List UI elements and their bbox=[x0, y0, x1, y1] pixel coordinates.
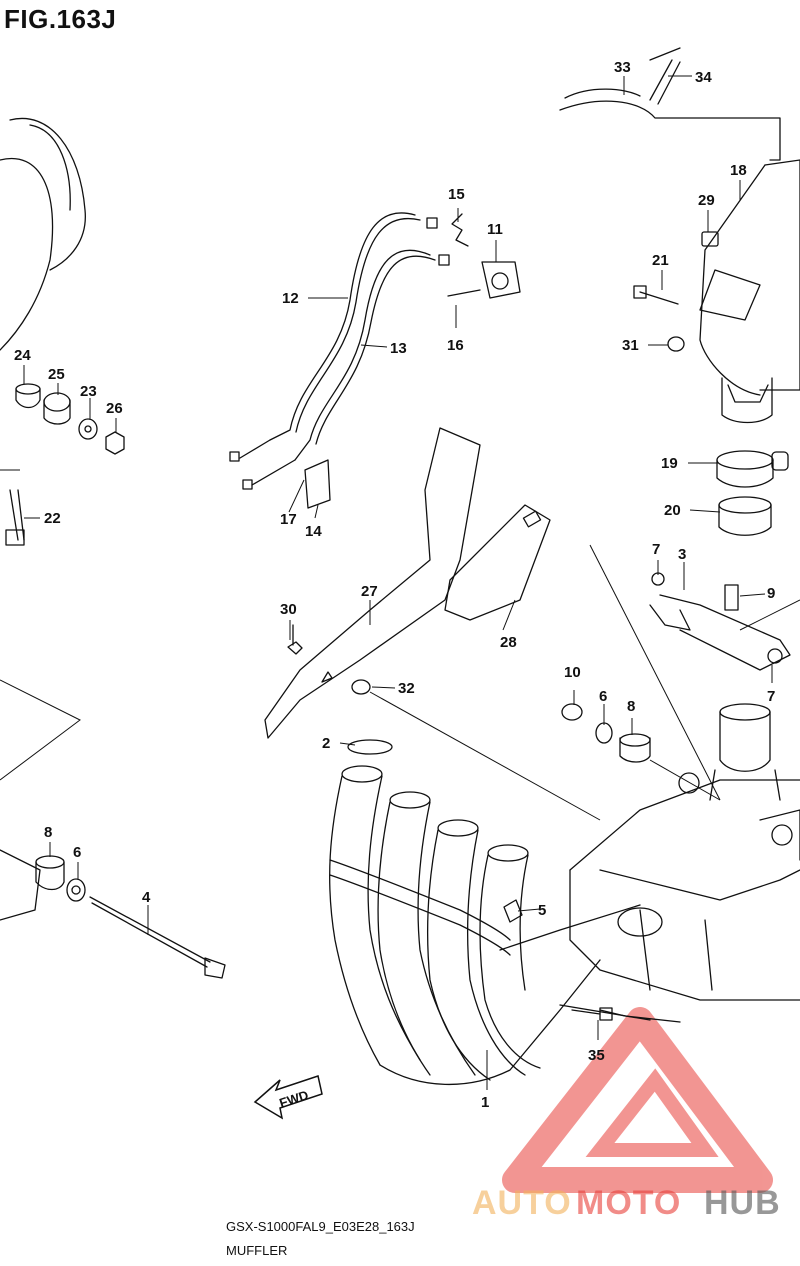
callout-23: 23 bbox=[80, 383, 97, 400]
exhaust-heat-shield bbox=[264, 427, 551, 739]
leader-lines bbox=[23, 75, 773, 1090]
exhaust-sensor bbox=[571, 1007, 681, 1023]
callout-26: 26 bbox=[106, 400, 123, 417]
callout-17: 17 bbox=[280, 511, 297, 528]
exhaust-pipe-assembly bbox=[329, 739, 641, 1086]
watermark-text-auto: AUTO bbox=[472, 1184, 572, 1222]
muffler-clamp bbox=[716, 450, 789, 488]
callout-1: 1 bbox=[481, 1094, 489, 1111]
callout-29: 29 bbox=[698, 192, 715, 209]
callout-27: 27 bbox=[361, 583, 378, 600]
callout-18: 18 bbox=[730, 162, 747, 179]
callout-14: 14 bbox=[305, 523, 322, 540]
forward-direction-arrow: FWD bbox=[253, 1075, 323, 1120]
callout-2: 2 bbox=[322, 735, 330, 752]
figure-title: FIG.163J bbox=[4, 4, 117, 34]
callout-32: 32 bbox=[398, 680, 415, 697]
callout-10: 10 bbox=[564, 664, 581, 681]
muffler-gasket bbox=[718, 496, 772, 536]
callout-34: 34 bbox=[695, 69, 712, 86]
cable-bracket bbox=[304, 213, 521, 509]
left-frame-part bbox=[0, 117, 86, 781]
callout-22: 22 bbox=[44, 510, 61, 527]
callout-25: 25 bbox=[48, 366, 65, 383]
callout-21: 21 bbox=[652, 252, 669, 269]
muffler-chamber-upper bbox=[559, 88, 800, 424]
callout-12: 12 bbox=[282, 290, 299, 307]
callout-8-left: 8 bbox=[44, 824, 52, 841]
callout-9: 9 bbox=[767, 585, 775, 602]
callout-19: 19 bbox=[661, 455, 678, 472]
callout-11: 11 bbox=[487, 221, 503, 238]
callout-35: 35 bbox=[588, 1047, 605, 1064]
left-hardware bbox=[0, 383, 125, 921]
callout-20: 20 bbox=[664, 502, 681, 519]
small-fasteners bbox=[287, 47, 739, 923]
callout-5: 5 bbox=[538, 902, 546, 919]
callout-numbers: 1 2 3 4 5 6 6 7 7 8 8 9 10 11 12 13 14 1… bbox=[14, 59, 775, 1111]
muffler-bracket bbox=[589, 544, 800, 801]
footer-section-name: MUFFLER bbox=[226, 1243, 288, 1258]
callout-4: 4 bbox=[142, 889, 151, 906]
callout-7-lower: 7 bbox=[767, 688, 775, 705]
exhaust-control-cables bbox=[229, 212, 450, 490]
callout-24: 24 bbox=[14, 347, 31, 364]
callout-7-upper: 7 bbox=[652, 541, 660, 558]
guide-lines bbox=[369, 691, 721, 821]
callout-31: 31 bbox=[622, 337, 639, 354]
callout-15: 15 bbox=[448, 186, 465, 203]
callout-13: 13 bbox=[390, 340, 407, 357]
callout-33: 33 bbox=[614, 59, 631, 76]
muffler-body bbox=[559, 703, 800, 1021]
callout-6-right: 6 bbox=[599, 688, 607, 705]
watermark-text-moto: MOTO bbox=[576, 1184, 682, 1222]
callout-16: 16 bbox=[447, 337, 464, 354]
mounting-bolt-long bbox=[89, 896, 226, 979]
footer-model-code: GSX-S1000FAL9_E03E28_163J bbox=[226, 1219, 415, 1234]
watermark-text-hub: HUB bbox=[704, 1184, 781, 1222]
callout-6-left: 6 bbox=[73, 844, 81, 861]
callout-8-right: 8 bbox=[627, 698, 635, 715]
watermark-logo bbox=[502, 1007, 773, 1193]
callout-30: 30 bbox=[280, 601, 297, 618]
callout-3: 3 bbox=[678, 546, 686, 563]
callout-28: 28 bbox=[500, 634, 517, 651]
